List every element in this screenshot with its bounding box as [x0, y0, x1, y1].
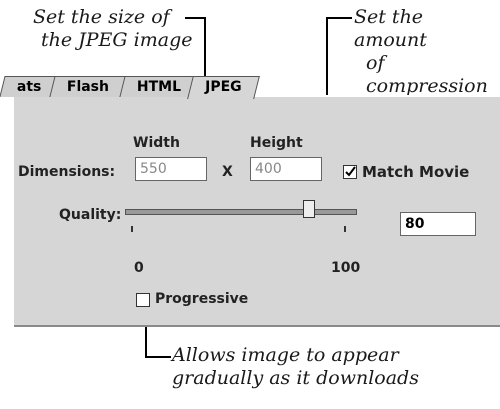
tab-flash[interactable]: Flash: [49, 76, 127, 97]
callout-size: Set the size of the JPEG image: [33, 6, 192, 52]
leader-progressive: [145, 306, 147, 358]
checkmark-icon: [345, 166, 356, 177]
tab-jpeg-label: JPEG: [205, 79, 242, 95]
quality-slider-track[interactable]: [125, 209, 357, 215]
match-movie-label: Match Movie: [362, 163, 470, 181]
height-input[interactable]: 400: [250, 157, 322, 181]
callout-compression-line2: of compression: [366, 52, 488, 97]
width-input[interactable]: 550: [135, 157, 207, 181]
progressive-checkbox[interactable]: [136, 293, 150, 307]
callout-size-line2: the JPEG image: [41, 29, 193, 51]
progressive-label: Progressive: [155, 291, 249, 307]
quality-input[interactable]: 80: [400, 212, 476, 236]
leader-compression: [326, 17, 352, 19]
tab-bar: ats Flash HTML JPEG: [0, 76, 500, 99]
slider-min-tick: [131, 226, 133, 232]
height-label: Height: [250, 135, 303, 151]
tab-formats-label: ats: [16, 79, 42, 95]
dimensions-label: Dimensions:: [18, 164, 116, 180]
callout-compression-line1: Set the amount: [354, 6, 427, 51]
dimension-separator: X: [222, 164, 233, 180]
tab-jpeg[interactable]: JPEG: [187, 76, 260, 99]
tab-html[interactable]: HTML: [119, 76, 199, 97]
slider-max-tick: [344, 226, 346, 232]
tab-flash-label: Flash: [66, 79, 109, 95]
width-label: Width: [133, 135, 180, 151]
callout-progressive-line1: Allows image to appear: [172, 344, 399, 366]
callout-size-line1: Set the size of: [33, 6, 170, 28]
quality-slider-thumb[interactable]: [303, 200, 315, 218]
quality-max-label: 100: [331, 260, 361, 276]
leader-size: [185, 17, 205, 19]
callout-compression: Set the amount of compression: [354, 6, 500, 98]
callout-progressive-line2: gradually as it downloads: [172, 367, 419, 389]
quality-label: Quality:: [59, 207, 122, 223]
callout-progressive: Allows image to appear gradually as it d…: [172, 344, 419, 390]
quality-min-label: 0: [134, 260, 144, 276]
tab-html-label: HTML: [136, 79, 182, 95]
match-movie-checkbox[interactable]: [343, 165, 357, 179]
